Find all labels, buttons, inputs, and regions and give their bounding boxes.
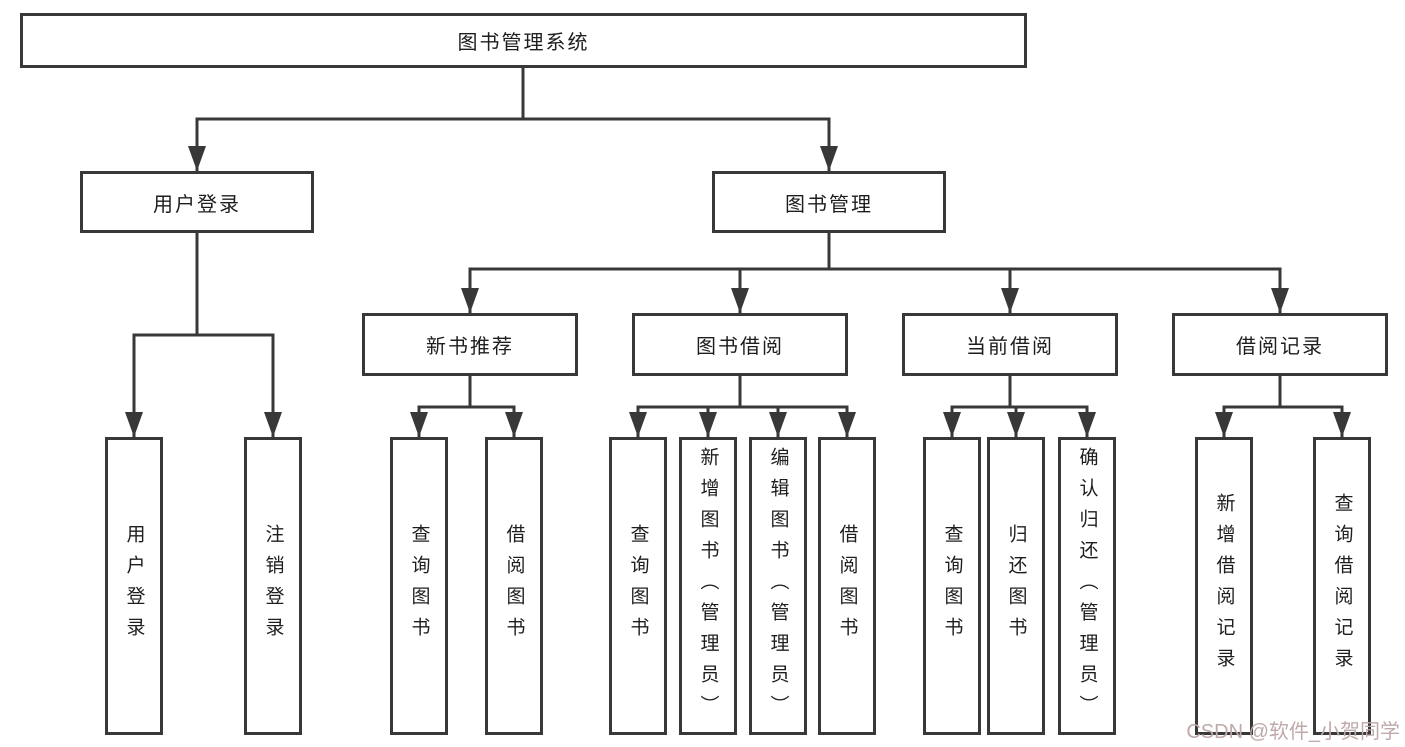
csdn-watermark: CSDN @软件_小贺同学 [1186, 721, 1400, 743]
leaf-label: 归还图书 [1005, 524, 1027, 648]
leaf-label: 查询图书 [627, 524, 649, 648]
node-borrow-records-label: 借阅记录 [1236, 336, 1324, 358]
leaf-label: 查询图书 [941, 524, 963, 648]
leaf-label: 确认归还（管理员） [1076, 446, 1098, 726]
node-book-borrow-label: 图书借阅 [696, 336, 784, 358]
leaf-add-books-admin: 新增图书（管理员） [679, 437, 737, 735]
node-book-management-label: 图书管理 [785, 193, 873, 216]
node-new-book-recommend: 新书推荐 [362, 313, 578, 376]
leaf-label: 新增借阅记录 [1213, 493, 1235, 679]
node-current-borrow: 当前借阅 [902, 313, 1118, 376]
leaf-label: 借阅图书 [836, 524, 858, 648]
leaf-add-borrow-record: 新增借阅记录 [1195, 437, 1253, 735]
leaf-query-books-borrow: 查询图书 [609, 437, 667, 735]
node-user-login: 用户登录 [80, 171, 314, 233]
leaf-borrow-books-recommend: 借阅图书 [485, 437, 543, 735]
leaf-label: 注销登录 [262, 524, 284, 648]
node-root-label: 图书管理系统 [457, 32, 590, 54]
leaf-label: 借阅图书 [503, 524, 525, 648]
leaf-return-books: 归还图书 [987, 437, 1045, 735]
node-new-book-recommend-label: 新书推荐 [426, 336, 514, 358]
node-book-management: 图书管理 [712, 171, 946, 233]
node-root: 图书管理系统 [20, 13, 1027, 68]
leaf-edit-books-admin: 编辑图书（管理员） [749, 437, 807, 735]
leaf-logout: 注销登录 [244, 437, 302, 735]
leaf-label: 新增图书（管理员） [697, 446, 719, 726]
leaf-label: 查询借阅记录 [1331, 493, 1353, 679]
leaf-query-books-current: 查询图书 [923, 437, 981, 735]
connector-lines [132, 66, 1344, 409]
node-borrow-records: 借阅记录 [1172, 313, 1388, 376]
leaf-confirm-return-admin: 确认归还（管理员） [1058, 437, 1116, 735]
node-book-borrow: 图书借阅 [632, 313, 848, 376]
leaf-borrow-books: 借阅图书 [818, 437, 876, 735]
leaf-query-borrow-record: 查询借阅记录 [1313, 437, 1371, 735]
leaf-query-books-recommend: 查询图书 [390, 437, 448, 735]
node-current-borrow-label: 当前借阅 [966, 336, 1054, 358]
node-user-login-label: 用户登录 [153, 193, 241, 216]
leaf-label: 用户登录 [123, 524, 145, 648]
leaf-label: 查询图书 [408, 524, 430, 648]
leaf-user-login: 用户登录 [105, 437, 163, 735]
leaf-label: 编辑图书（管理员） [767, 446, 789, 726]
